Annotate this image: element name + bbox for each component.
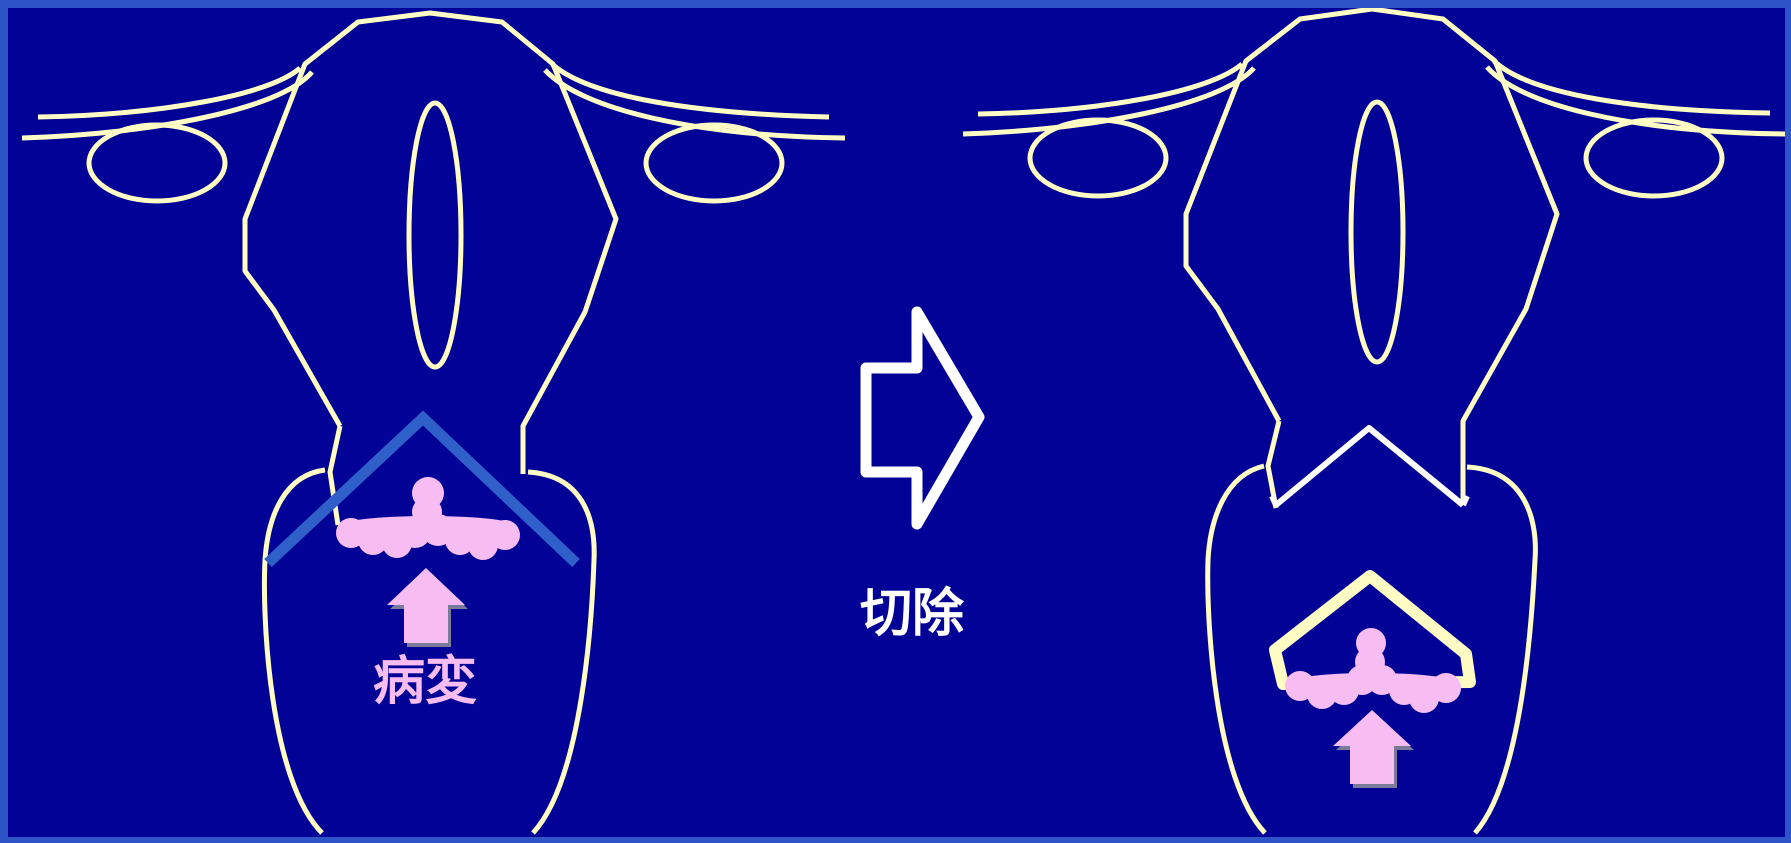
excision-cut-surface bbox=[1272, 428, 1467, 505]
lesion-after bbox=[1285, 628, 1461, 713]
uterine-cavity-after bbox=[1351, 102, 1403, 362]
right-arrow-icon bbox=[866, 312, 979, 524]
cervix-left-edge-after bbox=[1268, 421, 1279, 508]
lesion-label: 病変 bbox=[373, 656, 477, 708]
right-ovary bbox=[646, 125, 782, 201]
up-arrow-icon bbox=[387, 568, 468, 647]
up-arrow-icon-after bbox=[1333, 710, 1414, 788]
left-ovary bbox=[89, 125, 225, 201]
vagina-left-after bbox=[1208, 466, 1265, 833]
left-tube-after bbox=[963, 64, 1254, 134]
uterus-body bbox=[245, 13, 616, 474]
right-ovary-after bbox=[1586, 120, 1722, 196]
left-ovary-after bbox=[1030, 120, 1166, 196]
uterine-cavity bbox=[409, 103, 461, 367]
excision-label: 切除 bbox=[860, 588, 964, 640]
vagina-right-after bbox=[1467, 467, 1535, 833]
uterus-after bbox=[963, 9, 1785, 833]
